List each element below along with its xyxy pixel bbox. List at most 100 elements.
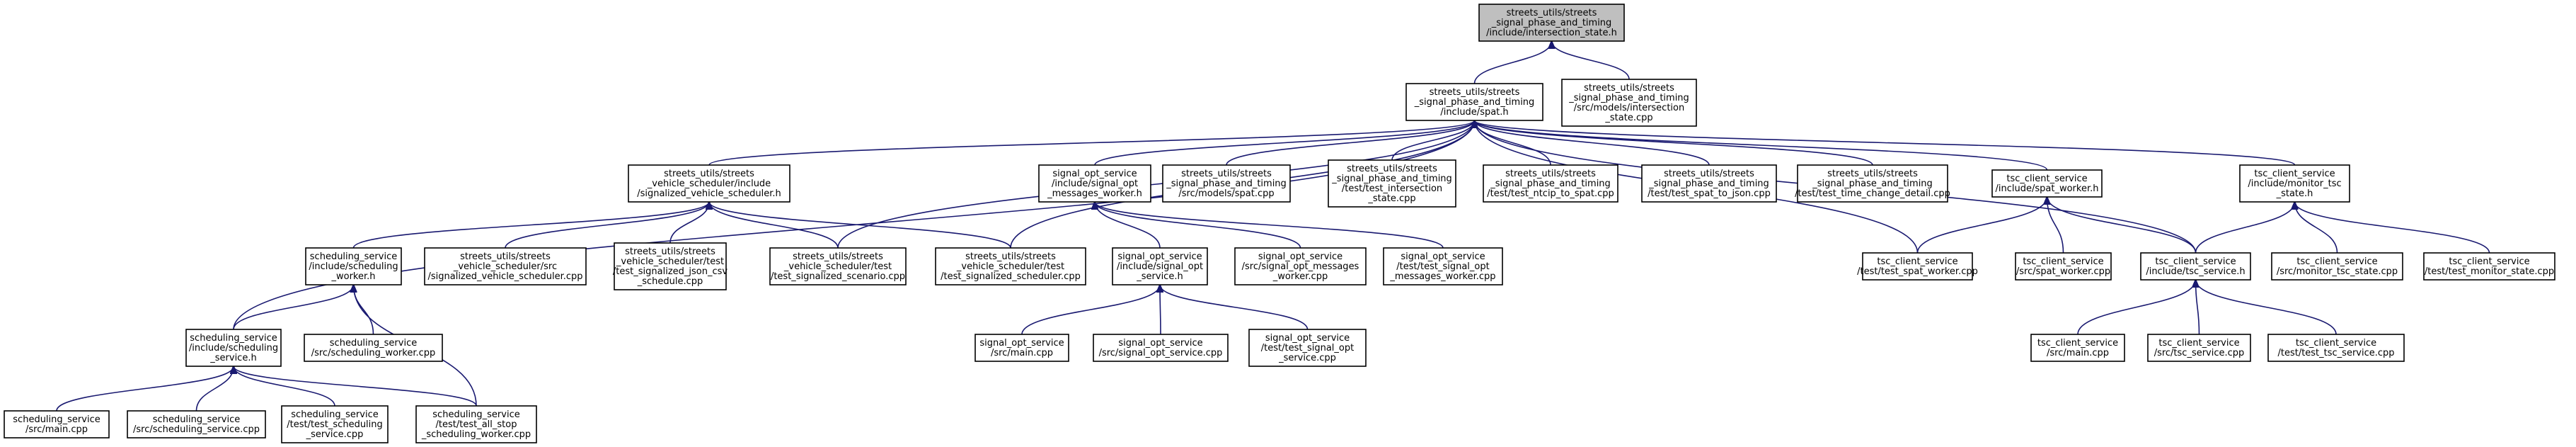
graph-node[interactable]: signal_opt_service/include/signal_opt_se… <box>1112 247 1208 285</box>
dependency-edge <box>1095 202 1301 249</box>
node-label-line: _vehicle_scheduler/src <box>453 261 557 272</box>
node-label-line: /src/spat_worker.cpp <box>2016 266 2110 277</box>
dependency-edge <box>1916 197 2047 254</box>
graph-node[interactable]: tsc_client_service/test/test_spat_worker… <box>1857 252 1978 281</box>
graph-node[interactable]: tsc_client_service/src/main.cpp <box>2030 334 2125 362</box>
graph-node[interactable]: signal_opt_service/src/signal_opt_servic… <box>1093 334 1229 362</box>
graph-node[interactable]: tsc_client_service/src/spat_worker.cpp <box>2015 252 2112 281</box>
node-label-line: _state.cpp <box>1367 193 1415 204</box>
node-label-line: signal_opt_service <box>1118 338 1202 349</box>
graph-node[interactable]: signal_opt_service/src/signal_opt_messag… <box>1234 247 1367 285</box>
node-box <box>2239 164 2350 203</box>
graph-node[interactable]: streets_utils/streets_signal_phase_and_t… <box>1328 159 1456 208</box>
graph-node[interactable]: streets_utils/streets_signal_phase_and_t… <box>1162 164 1291 203</box>
node-label-line: /test/test_spat_to_json.cpp <box>1648 188 1771 199</box>
node-box <box>614 242 727 290</box>
node-label-line: tsc_client_service <box>2449 256 2529 267</box>
node-label-line: streets_utils/streets <box>1181 169 1272 179</box>
graph-node[interactable]: signal_opt_service/test/test_signal_opt_… <box>1248 329 1367 367</box>
graph-node[interactable]: streets_utils/streets_vehicle_scheduler/… <box>628 164 790 203</box>
graph-node[interactable]: signal_opt_service/include/signal_opt_me… <box>1038 164 1151 203</box>
node-label-line: /include/scheduling <box>189 343 278 353</box>
graph-node[interactable]: scheduling_service/test/test_scheduling_… <box>281 405 389 443</box>
dependency-edge <box>1226 120 1475 166</box>
node-label-line: scheduling_service <box>13 414 100 425</box>
graph-node[interactable]: scheduling_service/src/scheduling_worker… <box>304 334 443 362</box>
node-box <box>1483 164 1618 203</box>
node-label-line: streets_utils/streets <box>965 251 1056 262</box>
node-label-line: /src/monitor_tsc_state.cpp <box>2277 266 2398 277</box>
node-box <box>1328 159 1456 208</box>
node-label-line: _worker.h <box>330 271 375 282</box>
graph-node[interactable]: tsc_client_service/test/test_monitor_sta… <box>2423 252 2555 281</box>
graph-node[interactable]: tsc_client_service/include/tsc_service.h <box>2140 252 2251 281</box>
node-label-line: /src/scheduling_worker.cpp <box>311 348 436 358</box>
graph-node[interactable]: tsc_client_service/include/spat_worker.h <box>1991 169 2103 198</box>
node-label-line: tsc_client_service <box>2254 169 2335 179</box>
graph-node[interactable]: scheduling_service/src/main.cpp <box>4 410 110 438</box>
graph-node[interactable]: tsc_client_service/test/test_tsc_service… <box>2267 334 2405 362</box>
node-box <box>2271 252 2403 281</box>
node-label-line: streets_utils/streets <box>1430 87 1520 98</box>
node-label-line: _vehicle_scheduler/include <box>647 179 771 189</box>
node-box <box>1991 169 2103 198</box>
dependency-edge <box>1160 285 1309 330</box>
node-label-line: streets_utils/streets <box>1507 8 1597 18</box>
node-label-line: /test/test_signal_opt <box>1261 343 1354 353</box>
node-label-line: _signal_phase_and_timing <box>1331 174 1452 184</box>
node-label-line: /include/monitor_tsc <box>2248 179 2341 189</box>
graph-node[interactable]: streets_utils/streets_vehicle_scheduler/… <box>424 247 587 285</box>
node-label-line: _signal_phase_and_timing <box>1648 179 1769 189</box>
graph-node[interactable]: streets_utils/streets_signal_phase_and_t… <box>1561 79 1697 127</box>
dependency-edge <box>2196 280 2200 335</box>
graph-node-root[interactable]: streets_utils/streets_signal_phase_and_t… <box>1478 4 1625 42</box>
node-box <box>2147 334 2251 362</box>
node-label-line: _signal_phase_and_timing <box>1166 179 1287 189</box>
node-box <box>1112 247 1208 285</box>
graph-node[interactable]: tsc_client_service/src/monitor_tsc_state… <box>2271 252 2403 281</box>
node-label-line: _worker.cpp <box>1272 271 1328 282</box>
node-label-line: _service.cpp <box>1278 353 1336 363</box>
node-label-line: _scheduling_worker.cpp <box>421 429 531 440</box>
node-label-line: _vehicle_scheduler/test <box>783 261 892 272</box>
node-label-line: _schedule.cpp <box>637 276 703 287</box>
node-label-line: /include/signal_opt <box>1117 261 1203 272</box>
node-label-line: _messages_worker.cpp <box>1389 271 1495 282</box>
graph-node[interactable]: scheduling_service/src/scheduling_servic… <box>127 410 266 438</box>
graph-node[interactable]: streets_utils/streets_signal_phase_and_t… <box>1405 83 1543 121</box>
graph-node[interactable]: signal_opt_service/src/main.cpp <box>974 334 1069 362</box>
graph-node[interactable]: tsc_client_service/include/monitor_tsc_s… <box>2239 164 2350 203</box>
node-label-line: _vehicle_scheduler/test <box>616 256 724 267</box>
node-label-line: /test/test_tsc_service.cpp <box>2277 348 2394 358</box>
graph-node[interactable]: scheduling_service/include/scheduling_wo… <box>305 247 402 285</box>
node-label-line: tsc_client_service <box>2006 174 2087 184</box>
node-label-line: _state.h <box>2276 188 2313 199</box>
graph-node[interactable]: signal_opt_service/test/test_signal_opt_… <box>1383 247 1503 285</box>
node-label-line: /src/tsc_service.cpp <box>2154 348 2245 358</box>
node-label-line: streets_utils/streets <box>793 251 883 262</box>
node-label-line: /src/models/intersection <box>1574 103 1684 113</box>
dependency-edge <box>1475 120 1710 166</box>
graph-node[interactable]: streets_utils/streets_vehicle_scheduler/… <box>935 247 1086 285</box>
node-label-line: /test/test_signal_opt <box>1396 261 1489 272</box>
node-label-line: streets_utils/streets <box>1347 164 1437 174</box>
graph-node[interactable]: scheduling_service/test/test_all_stop_sc… <box>415 405 537 443</box>
node-label-line: /include/intersection_state.h <box>1486 28 1617 38</box>
dependency-edge <box>2077 280 2196 335</box>
dependency-edge <box>1473 41 1552 84</box>
graph-node[interactable]: scheduling_service/include/scheduling_se… <box>185 329 282 367</box>
graph-node[interactable]: streets_utils/streets_vehicle_scheduler/… <box>769 247 907 285</box>
node-label-line: /include/spat.h <box>1440 107 1508 118</box>
node-label-line: /test/test_spat_worker.cpp <box>1857 266 1978 277</box>
graph-node[interactable]: streets_utils/streets_signal_phase_and_t… <box>1483 164 1618 203</box>
graph-node[interactable]: streets_utils/streets_signal_phase_and_t… <box>1641 164 1777 203</box>
node-box <box>305 247 402 285</box>
graph-node[interactable]: tsc_client_service/src/tsc_service.cpp <box>2147 334 2251 362</box>
graph-node[interactable]: streets_utils/streets_signal_phase_and_t… <box>1795 164 1950 203</box>
node-box <box>2140 252 2251 281</box>
node-box <box>1383 247 1503 285</box>
graph-node[interactable]: streets_utils/streets_vehicle_scheduler/… <box>613 242 728 290</box>
node-label-line: /src/models/spat.cpp <box>1178 188 1274 199</box>
node-label-line: /test/test_all_stop <box>436 419 517 430</box>
node-label-line: signal_opt_service <box>979 338 1064 349</box>
